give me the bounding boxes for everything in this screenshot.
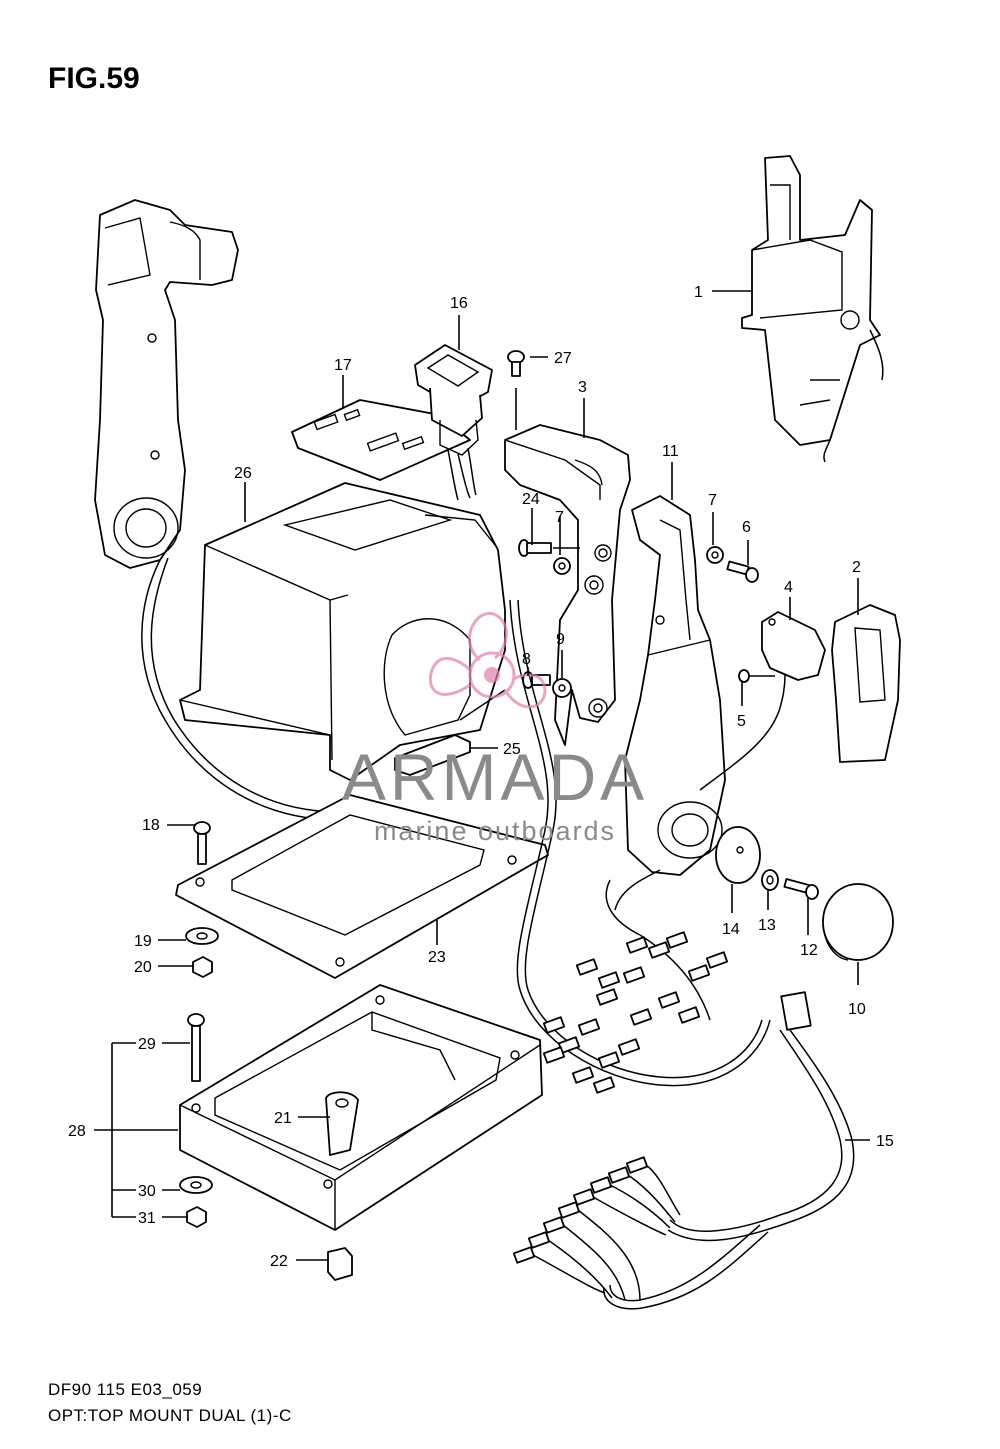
armada-watermark: ARMADA marine outboards	[342, 611, 648, 846]
leader-lines	[94, 290, 870, 1261]
callout-17: 17	[334, 357, 352, 374]
callout-12: 12	[800, 942, 818, 959]
part-16-switch	[414, 344, 493, 501]
callout-14: 14	[722, 921, 740, 938]
callout-20: 20	[134, 959, 152, 976]
callout-5: 5	[737, 713, 746, 730]
callout-21: 21	[274, 1110, 292, 1127]
callout-30: 30	[138, 1183, 156, 1200]
part-27-screw	[507, 350, 525, 430]
diagram-description: OPT:TOP MOUNT DUAL (1)-C	[48, 1406, 292, 1425]
part-31-nut	[186, 1206, 207, 1228]
part-30-washer	[179, 1176, 213, 1194]
callout-2: 2	[852, 559, 861, 576]
watermark-brand: ARMADA	[342, 740, 648, 814]
callout-23: 23	[428, 949, 446, 966]
callout-25: 25	[503, 741, 521, 758]
connector-group-lower	[512, 1156, 681, 1301]
part-1-control-assembly	[741, 155, 884, 463]
callout-24: 24	[522, 491, 540, 508]
callout-7-left: 7	[555, 509, 564, 526]
callout-4: 4	[784, 579, 793, 596]
callout-10: 10	[848, 1001, 866, 1018]
callout-31: 31	[138, 1210, 156, 1227]
part-13-washer	[761, 869, 779, 891]
part-19-washer	[185, 927, 219, 945]
callout-29: 29	[138, 1036, 156, 1053]
part-14-plate	[715, 826, 761, 884]
connector-group-upper	[542, 931, 729, 1094]
part-11-lever-arm	[624, 495, 726, 876]
part-7-washer-right	[706, 546, 724, 564]
callout-16: 16	[450, 295, 468, 312]
part-15-wire-harness	[509, 599, 855, 1310]
callout-11: 11	[662, 443, 679, 460]
part-18-screw	[193, 821, 211, 865]
callout-13: 13	[758, 917, 776, 934]
part-28-base-housing	[179, 984, 543, 1231]
callout-28: 28	[68, 1123, 86, 1140]
part-6-screw	[726, 560, 759, 583]
callout-3: 3	[578, 379, 587, 396]
part-9-washer	[552, 678, 572, 698]
figure-title: FIG.59	[48, 62, 140, 95]
callout-6: 6	[742, 519, 751, 536]
callout-22: 22	[270, 1253, 288, 1270]
part-24-bolt	[518, 539, 580, 557]
part-26-control-cover	[179, 482, 506, 781]
part-21-bracket	[325, 1091, 359, 1156]
watermark-tagline: marine outboards	[374, 816, 616, 846]
callout-7-right: 7	[708, 492, 717, 509]
part-25-clip	[394, 734, 471, 776]
callout-15: 15	[876, 1133, 894, 1150]
part-5-screw	[738, 669, 775, 683]
part-3-lever-housing	[504, 424, 631, 746]
part-22-clip	[327, 1247, 353, 1281]
propeller-logo	[428, 611, 547, 709]
callout-27: 27	[554, 350, 572, 367]
callout-9: 9	[556, 631, 565, 648]
part-2-lever-cover	[831, 604, 901, 763]
part-10-cap	[822, 883, 894, 961]
part-7-washer-left	[553, 557, 571, 575]
callout-8: 8	[522, 651, 531, 668]
diagram-code: DF90 115 E03_059	[48, 1380, 203, 1399]
callout-18: 18	[142, 817, 160, 834]
callout-labels: 1 2 3 4 5 6 7 7 8 9 10 11 12 13 14 15 16…	[68, 284, 894, 1270]
part-20-nut	[192, 956, 213, 978]
callout-26: 26	[234, 465, 252, 482]
part-29-screw	[187, 1013, 205, 1082]
left-lever-handle	[94, 199, 341, 821]
part-12-screw	[783, 878, 819, 900]
callout-19: 19	[134, 933, 152, 950]
part-17-plate	[291, 399, 471, 481]
callout-1: 1	[694, 284, 703, 301]
